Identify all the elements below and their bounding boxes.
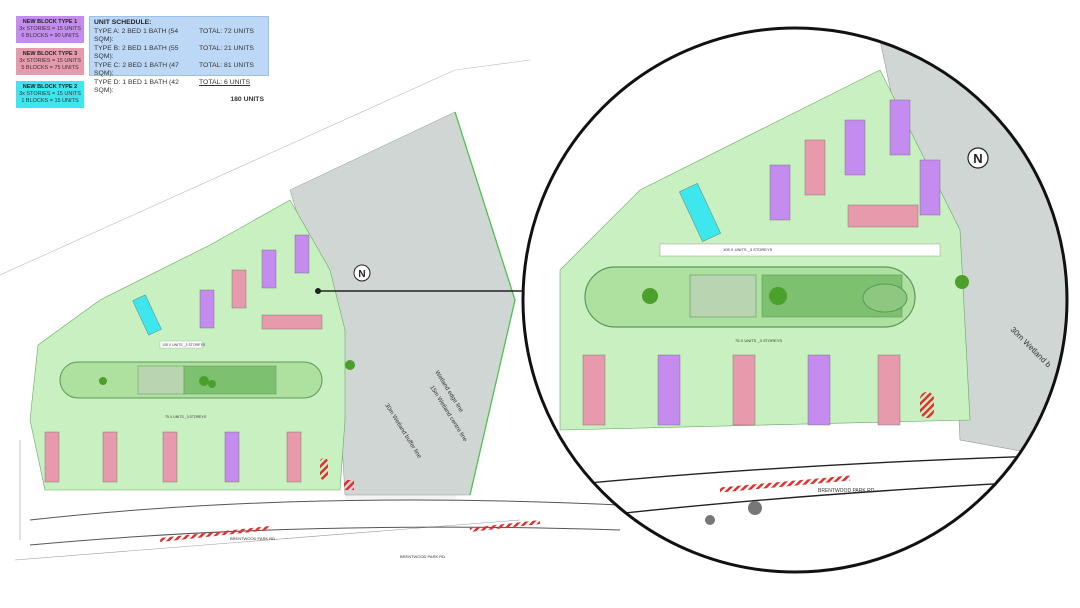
north-arrow-icon: N (967, 147, 989, 169)
schedule-type: TYPE A: 2 BED 1 BATH (54 SQM): (94, 27, 179, 44)
building-block (844, 119, 866, 176)
building-block (102, 431, 118, 483)
schedule-total: TOTAL: 21 UNITS (199, 44, 254, 52)
building-block (807, 354, 831, 426)
road-label: BRENTWOOD PARK RD (818, 488, 875, 494)
tree-icon (208, 380, 216, 388)
legend-line: 3x STORIES = 15 UNITS (19, 91, 81, 97)
legend-title: NEW BLOCK TYPE 2 (22, 84, 78, 90)
svg-text:N: N (358, 269, 365, 280)
building-block (132, 294, 162, 336)
legend-block-type-1: NEW BLOCK TYPE 1 3x STORIES = 15 UNITS 6… (16, 16, 84, 43)
building-block (657, 354, 681, 426)
tree-icon (769, 287, 787, 305)
schedule-title: UNIT SCHEDULE: (94, 19, 152, 26)
building-block (261, 314, 323, 330)
schedule-total: TOTAL: 6 UNITS (199, 78, 251, 86)
tree-icon (642, 288, 658, 304)
legend-line: 3x STORIES = 15 UNITS (19, 26, 81, 32)
building-block (679, 183, 721, 242)
building-block (162, 431, 178, 483)
building-block (231, 269, 247, 309)
road-label: BRENTWOOD PARK RD (230, 536, 275, 541)
schedule-total: TOTAL: 72 UNITS (199, 27, 254, 35)
tree-icon (955, 275, 969, 289)
units-label: 105 X UNITS _3 STOREYS (162, 343, 206, 347)
building-block (769, 164, 791, 221)
north-arrow-icon: N (353, 264, 371, 282)
tree-icon (199, 376, 209, 386)
building-block (919, 159, 941, 216)
building-block (877, 354, 901, 426)
schedule-type: TYPE D: 1 BED 1 BATH (42 SQM): (94, 78, 179, 95)
building-block (582, 354, 606, 426)
legend-title: NEW BLOCK TYPE 3 (22, 51, 78, 57)
building-block (732, 354, 756, 426)
wetland-boundary (454, 111, 516, 496)
legend-line: 6 BLOCKS = 90 UNITS (21, 33, 79, 39)
tree-icon (99, 377, 107, 385)
building-block (294, 234, 310, 274)
legend-title: NEW BLOCK TYPE 1 (22, 19, 78, 25)
sports-court (137, 365, 185, 395)
sports-court (689, 274, 757, 318)
schedule-row: TYPE B: 2 BED 1 BATH (55 SQM): TOTAL: 21 … (94, 45, 264, 62)
schedule-type: TYPE C: 2 BED 1 BATH (47 SQM): (94, 61, 179, 78)
tree-icon (345, 360, 355, 370)
units-label: 105 X UNITS _3 STOREYS (723, 247, 773, 252)
units-label: 75 X UNITS _3 STOREYS (735, 338, 782, 343)
building-block (804, 139, 826, 196)
building-block (224, 431, 240, 483)
schedule-grand-total: 180 UNITS (230, 95, 264, 103)
schedule-row: TYPE C: 2 BED 1 BATH (47 SQM): TOTAL: 81 … (94, 62, 264, 79)
unit-schedule: UNIT SCHEDULE: TYPE A: 2 BED 1 BATH (54 … (89, 16, 269, 103)
schedule-total: TOTAL: 81 UNITS (199, 61, 254, 69)
zoom-circle-frame (521, 26, 1069, 574)
zoom-anchor-point (315, 288, 321, 294)
svg-text:N: N (973, 151, 982, 166)
building-block (44, 431, 60, 483)
schedule-row: TYPE D: 1 BED 1 BATH (42 SQM): TOTAL: 6 U… (94, 79, 264, 96)
legend-line: 1 BLOCKS = 15 UNITS (21, 98, 79, 104)
legend-line: 5 BLOCKS = 75 UNITS (21, 65, 79, 71)
legend-line: 3x STORIES = 15 UNITS (19, 58, 81, 64)
legend-block-type-2: NEW BLOCK TYPE 2 3x STORIES = 15 UNITS 1… (16, 81, 84, 108)
road-label: BRENTWOOD PARK RD (400, 554, 445, 559)
building-block (261, 249, 277, 289)
schedule-row: TYPE A: 2 BED 1 BATH (54 SQM): TOTAL: 72 … (94, 28, 264, 45)
building-block (847, 204, 919, 228)
legend-block-type-3: NEW BLOCK TYPE 3 3x STORIES = 15 UNITS 5… (16, 48, 84, 75)
building-block (199, 289, 215, 329)
schedule-type: TYPE B: 2 BED 1 BATH (55 SQM): (94, 44, 179, 61)
building-block (286, 431, 302, 483)
overview-plan: 105 X UNITS _3 STOREYS BRENTWOOD PARK RD… (0, 59, 621, 561)
units-label: 75 X UNITS _3 STOREYS (165, 415, 207, 419)
building-block (889, 99, 911, 156)
